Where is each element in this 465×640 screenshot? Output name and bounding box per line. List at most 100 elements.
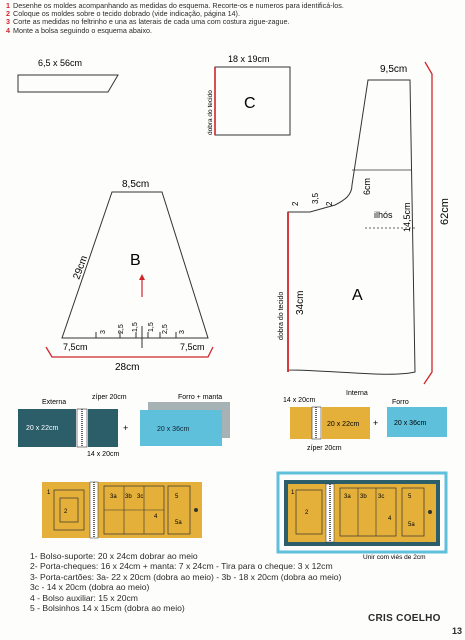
liner-label-left: Forro + manta bbox=[178, 394, 222, 401]
inner-left-panel bbox=[290, 407, 312, 439]
pattern-c-size: 18 x 19cm bbox=[228, 54, 270, 64]
plus-sign: + bbox=[123, 423, 128, 433]
piece-label: 5 bbox=[175, 494, 179, 500]
liner-panel-right bbox=[387, 407, 447, 437]
piece-label: 3a bbox=[110, 494, 117, 500]
piece-label: 2 bbox=[305, 510, 309, 516]
piece-label: 3b bbox=[125, 494, 132, 500]
inner-label: Interna bbox=[346, 390, 368, 397]
pattern-a-top: 9,5cm bbox=[380, 64, 407, 75]
pattern-c-letter: C bbox=[244, 95, 256, 112]
pattern-a bbox=[287, 79, 416, 375]
mark-label: 1,5 bbox=[148, 322, 155, 332]
liner-size-left: 20 x 36cm bbox=[157, 426, 189, 433]
snap-icon bbox=[194, 508, 198, 512]
piece-label: 3b bbox=[360, 494, 367, 500]
zip-label-right: zíper 20cm bbox=[307, 445, 342, 452]
legend-item: 4 - Bolso auxiliar: 15 x 20cm bbox=[30, 592, 138, 603]
pocket-1 bbox=[53, 489, 85, 531]
interior-right bbox=[288, 484, 436, 542]
legend-item: 5 - Bolsinhos 14 x 15cm (dobra ao meio) bbox=[30, 603, 185, 614]
legend-item: 3c - 14 x 20cm (dobra ao meio) bbox=[30, 582, 150, 593]
liner-label-right: Forro bbox=[392, 399, 409, 406]
pattern-b-side: 29cm bbox=[71, 254, 90, 281]
mark-label: 3 bbox=[100, 330, 107, 334]
legend-item: 1- Bolso-suporte: 20 x 24cm dobrar ao me… bbox=[30, 551, 198, 561]
pattern-b-bottom: 28cm bbox=[115, 362, 139, 373]
binding-caption: Unir com viés de 2cm bbox=[363, 554, 426, 561]
pattern-a-eyelet-v: 14,5cm bbox=[402, 202, 412, 232]
grain-arrow-head bbox=[139, 274, 145, 280]
piece-label: 5 bbox=[408, 494, 412, 500]
legend-item: 2- Porta-cheques: 16 x 24cm + manta: 7 x… bbox=[30, 561, 333, 572]
piece-label: 1 bbox=[291, 490, 295, 496]
pattern-b-marks bbox=[95, 326, 177, 348]
liner-panel bbox=[140, 410, 222, 446]
length-bracket bbox=[423, 61, 433, 385]
inner-panel bbox=[322, 407, 370, 439]
pattern-a-left: 34cm bbox=[295, 291, 306, 315]
plus-sign: + bbox=[373, 418, 378, 428]
strip-pattern bbox=[17, 74, 119, 93]
pattern-b-bottom-right: 7,5cm bbox=[180, 342, 205, 352]
mark-label: 2,5 bbox=[118, 324, 125, 334]
outer-label: Externa bbox=[42, 399, 66, 406]
interior-right-frame bbox=[276, 471, 448, 554]
piece-label: 2 bbox=[64, 509, 68, 515]
pattern-a-m1: 2 bbox=[291, 201, 300, 206]
mark-label: 2,5 bbox=[162, 324, 169, 334]
pattern-a-notch: 6cm bbox=[362, 178, 372, 195]
pattern-a-m3: 2 bbox=[325, 201, 334, 206]
piece-label: 3a bbox=[344, 494, 351, 500]
outer-panel bbox=[18, 409, 76, 447]
piece-label: 3c bbox=[137, 494, 143, 500]
pattern-b-letter: B bbox=[130, 252, 141, 269]
pattern-a-m2: 3,5 bbox=[311, 192, 320, 204]
step-text: Corte as medidas no feltrinho e una as l… bbox=[13, 17, 290, 27]
step-number: 3 bbox=[6, 17, 10, 27]
snap-icon bbox=[428, 510, 432, 514]
piece-label: 3c bbox=[378, 494, 384, 500]
author-credit: CRIS COELHO bbox=[368, 613, 441, 624]
mark-label: 1,5 bbox=[132, 322, 139, 332]
piece-label: 5a bbox=[408, 522, 415, 528]
piece-label: 4 bbox=[154, 514, 158, 520]
page-number: 13 bbox=[452, 626, 463, 636]
pocket-2 bbox=[59, 497, 79, 523]
pattern-b bbox=[61, 191, 209, 339]
pattern-b-top: 8,5cm bbox=[122, 179, 149, 190]
fold-label-c: dobra do tecido bbox=[207, 90, 214, 135]
fold-label-a: dobra do tecido bbox=[278, 292, 285, 340]
step-text: Desenhe os moldes acompanhando as medida… bbox=[13, 1, 344, 10]
legend-item: 3- Porta-cartões: 3a- 22 x 20cm (dobra a… bbox=[30, 571, 342, 582]
small-pocket bbox=[167, 485, 191, 535]
bottom-size-left: 14 x 20cm bbox=[87, 451, 119, 458]
top-size-right: 14 x 20cm bbox=[283, 397, 315, 404]
pattern-a-letter: A bbox=[352, 287, 363, 304]
step-number: 1 bbox=[6, 1, 10, 10]
outer-panel-size: 20 x 22cm bbox=[26, 425, 58, 432]
pieces-legend: 1- Bolso-suporte: 20 x 24cm dobrar ao me… bbox=[30, 551, 360, 613]
outer-panel-back bbox=[88, 409, 118, 447]
small-pocket bbox=[401, 487, 425, 537]
step-text: Monte a bolsa seguindo o esquema abaixo. bbox=[13, 25, 153, 35]
pattern-b-bottom-left: 7,5cm bbox=[63, 342, 88, 352]
card-pockets bbox=[339, 487, 397, 537]
piece-label: 1 bbox=[47, 490, 51, 496]
inner-panel-size: 20 x 22cm bbox=[327, 421, 359, 428]
piece-label: 5a bbox=[175, 520, 182, 526]
liner-size-right: 20 x 36cm bbox=[394, 420, 426, 427]
pattern-a-eyelets: ilhós bbox=[374, 210, 393, 220]
pocket-1 bbox=[295, 489, 323, 535]
step-text: Coloque os moldes sobre o tecido dobrado… bbox=[13, 9, 240, 19]
zip-label-left: zíper 20cm bbox=[92, 394, 127, 401]
strip-size-label: 6,5 x 56cm bbox=[38, 58, 82, 68]
step-number: 2 bbox=[6, 9, 10, 19]
pattern-b-seam bbox=[45, 346, 214, 358]
step-number: 4 bbox=[6, 25, 10, 35]
